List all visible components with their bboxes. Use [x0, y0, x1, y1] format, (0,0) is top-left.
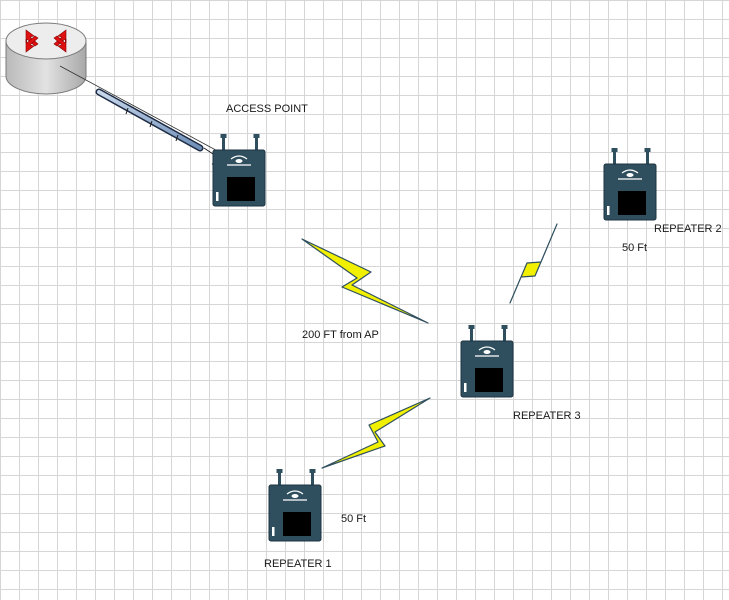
wireless-link-r3-r1-icon	[321, 397, 431, 469]
repeater-3-device	[460, 324, 514, 398]
repeater-1-label: REPEATER 1	[264, 558, 332, 570]
access-point-device	[212, 133, 266, 207]
cable-ticks	[125, 107, 179, 142]
repeater-1-device	[268, 468, 322, 542]
link-r3-r1-distance-label: 50 Ft	[341, 513, 366, 525]
repeater-3-label: REPEATER 3	[513, 410, 581, 422]
repeater-2-label: REPEATER 2	[654, 223, 722, 235]
link-ap-r3-distance-label: 200 FT from AP	[302, 329, 379, 341]
router-arrows-icon	[25, 29, 67, 53]
router-icon	[5, 22, 226, 156]
access-point-label: ACCESS POINT	[226, 103, 308, 115]
cable-link	[95, 88, 233, 167]
repeater-2-device	[603, 147, 657, 221]
wireless-link-ap-r3-icon	[301, 238, 429, 324]
wireless-link-r3-r2-icon	[509, 223, 558, 304]
link-r3-r2-distance-label: 50 Ft	[622, 242, 647, 254]
